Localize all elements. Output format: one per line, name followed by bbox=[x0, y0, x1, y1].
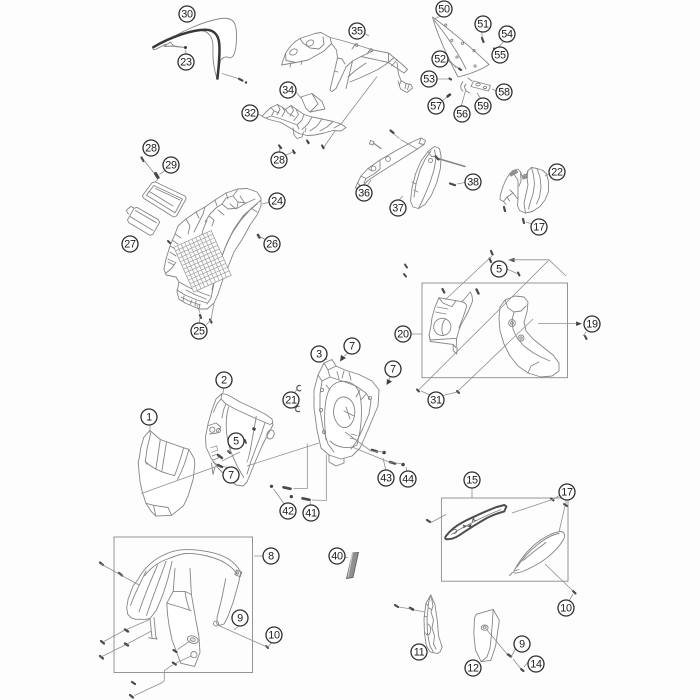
svg-text:57: 57 bbox=[430, 101, 442, 113]
svg-text:19: 19 bbox=[586, 319, 598, 331]
svg-text:12: 12 bbox=[467, 663, 479, 675]
svg-text:44: 44 bbox=[402, 474, 414, 486]
svg-text:42: 42 bbox=[282, 506, 294, 518]
svg-text:10: 10 bbox=[560, 603, 572, 615]
svg-text:31: 31 bbox=[430, 395, 442, 407]
svg-text:40: 40 bbox=[331, 551, 343, 563]
svg-text:25: 25 bbox=[193, 326, 205, 338]
svg-text:37: 37 bbox=[392, 203, 404, 215]
svg-text:22: 22 bbox=[551, 167, 563, 179]
svg-text:34: 34 bbox=[282, 85, 294, 97]
svg-text:1: 1 bbox=[146, 412, 152, 424]
svg-text:5: 5 bbox=[233, 436, 239, 448]
svg-text:10: 10 bbox=[268, 630, 280, 642]
svg-text:21: 21 bbox=[285, 395, 297, 407]
svg-text:2: 2 bbox=[221, 375, 227, 387]
svg-text:9: 9 bbox=[519, 639, 525, 651]
svg-text:53: 53 bbox=[423, 74, 435, 86]
svg-text:32: 32 bbox=[244, 108, 256, 120]
svg-text:35: 35 bbox=[351, 26, 363, 38]
svg-text:15: 15 bbox=[466, 475, 478, 487]
svg-text:3: 3 bbox=[316, 349, 322, 361]
svg-text:51: 51 bbox=[477, 19, 489, 31]
svg-text:20: 20 bbox=[397, 329, 409, 341]
svg-text:59: 59 bbox=[477, 101, 489, 113]
svg-text:24: 24 bbox=[271, 196, 283, 208]
svg-text:56: 56 bbox=[456, 109, 468, 121]
svg-text:52: 52 bbox=[434, 54, 446, 66]
svg-text:14: 14 bbox=[530, 659, 542, 671]
svg-text:43: 43 bbox=[380, 473, 392, 485]
svg-text:17: 17 bbox=[561, 487, 573, 499]
svg-text:55: 55 bbox=[494, 50, 506, 62]
svg-text:38: 38 bbox=[467, 177, 479, 189]
svg-text:5: 5 bbox=[496, 264, 502, 276]
svg-text:58: 58 bbox=[498, 87, 510, 99]
svg-text:23: 23 bbox=[180, 57, 192, 69]
svg-text:28: 28 bbox=[145, 143, 157, 155]
svg-text:17: 17 bbox=[533, 222, 545, 234]
svg-text:26: 26 bbox=[266, 239, 278, 251]
svg-text:27: 27 bbox=[124, 239, 136, 251]
svg-text:41: 41 bbox=[305, 508, 317, 520]
svg-text:29: 29 bbox=[165, 160, 177, 172]
svg-text:50: 50 bbox=[438, 4, 450, 16]
svg-text:7: 7 bbox=[390, 364, 396, 376]
svg-text:28: 28 bbox=[273, 155, 285, 167]
svg-text:9: 9 bbox=[237, 613, 243, 625]
svg-text:30: 30 bbox=[181, 9, 193, 21]
svg-text:7: 7 bbox=[228, 470, 234, 482]
svg-text:8: 8 bbox=[268, 551, 274, 563]
svg-text:54: 54 bbox=[501, 29, 513, 41]
svg-text:7: 7 bbox=[349, 341, 355, 353]
svg-text:11: 11 bbox=[414, 647, 425, 659]
svg-text:36: 36 bbox=[358, 188, 370, 200]
